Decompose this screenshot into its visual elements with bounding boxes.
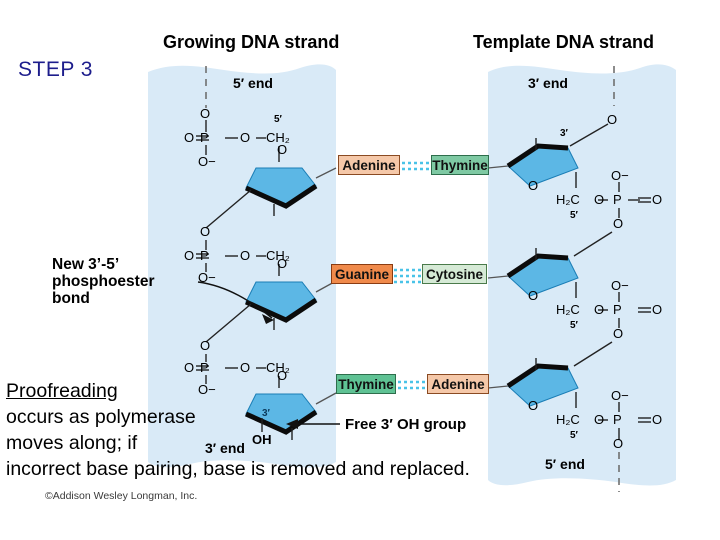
group-ch2-1: CH₂ <box>266 130 290 145</box>
sugar-back-edge-r3 <box>506 363 569 389</box>
group-ch2-2: CH₂ <box>266 248 290 263</box>
proofreading-line-1: Proofreading <box>6 378 606 404</box>
phosphoester-arrow-curve <box>197 281 273 319</box>
base-thymine-3[interactable]: Thymine <box>336 374 396 394</box>
sugar-back-edge-r1 <box>506 143 569 169</box>
carbon-3prime-label-terminal: 3′ <box>262 408 270 419</box>
bond-sugar-base-3 <box>315 392 337 405</box>
group-ch2-3: CH₂ <box>266 360 290 375</box>
atom-o-top-r1: O <box>607 112 618 127</box>
atom-o-ester-3: O <box>240 360 251 375</box>
template-3prime-end-label: 3′ end <box>528 75 568 91</box>
carbon-3prime-label-r1: 3′ <box>560 128 568 139</box>
proofreading-text-block: Proofreading occurs as polymerase moves … <box>6 378 606 482</box>
sugar-ring-o-r3: O <box>528 398 539 413</box>
group-h2c-r1: H₂C <box>556 192 580 207</box>
hydrogen-bonds-pair-2 <box>394 268 421 284</box>
free-oh-arrow-head <box>286 419 298 429</box>
atom-o-minus-r1: O− <box>611 168 629 183</box>
growing-strand-heading: Growing DNA strand <box>163 32 340 52</box>
template-5prime-end-label: 5′ end <box>545 456 585 472</box>
base-thymine-1[interactable]: Thymine <box>431 155 489 175</box>
base-guanine-2[interactable]: Guanine <box>331 264 393 284</box>
carbon-5prime-label-r2: 5′ <box>570 320 578 331</box>
phosphoester-line-2: phosphoester <box>52 273 155 290</box>
atom-o-ester-r3: O <box>594 412 605 427</box>
carbon-5prime-label-r1: 5′ <box>570 210 578 221</box>
sugar-ring-o-2: O <box>277 256 288 271</box>
atom-o-ester-r2: O <box>594 302 605 317</box>
phosphoester-bond-label: New 3’-5’ phosphoester bond <box>52 256 154 307</box>
bond-o-sugar3prime-r1 <box>569 123 609 147</box>
carbon-5prime-label-r3: 5′ <box>570 430 578 441</box>
atom-o-ester-2: O <box>240 248 251 263</box>
bond-base-sugar-r2 <box>487 275 509 279</box>
sugar-ring-o-3: O <box>277 368 288 383</box>
step-label: STEP 3 <box>18 58 93 81</box>
atom-o-ester-r1: O <box>594 192 605 207</box>
proofreading-heading: Proofreading <box>6 380 118 402</box>
atom-p-2: P <box>200 248 209 263</box>
atom-p-r1: P <box>613 192 622 207</box>
atom-p-1: P <box>200 130 209 145</box>
growing-3prime-end-label: 3′ end <box>205 440 245 456</box>
sugar-front-edge-3 <box>244 409 318 435</box>
sugar-ring-o-r2: O <box>528 288 539 303</box>
sugar-ring-o-1: O <box>277 142 288 157</box>
atom-o-ester-1: O <box>240 130 251 145</box>
atom-o-double-r1: O <box>652 192 663 207</box>
atom-p-r2: P <box>613 302 622 317</box>
phosphoester-line-3: bond <box>52 290 90 307</box>
sugar-ring-o-r1: O <box>528 178 539 193</box>
atom-o-minus-r2: O− <box>611 278 629 293</box>
bond-sugar3prime-o-1 <box>205 189 252 229</box>
atom-o-top-3: O <box>200 338 211 353</box>
template-strand-heading: Template DNA strand <box>473 32 655 52</box>
atom-o-double-1: O <box>184 130 195 145</box>
atom-o-top-2: O <box>200 224 211 239</box>
base-cytosine-2[interactable]: Cytosine <box>422 264 487 284</box>
sugar-back-edge-r2 <box>506 253 569 279</box>
group-h2c-r3: H₂C <box>556 412 580 427</box>
hydrogen-bonds-pair-1 <box>402 161 430 171</box>
proofreading-line-4: incorrect base pairing, base is removed … <box>6 458 470 480</box>
atom-o-double-2: O <box>184 248 195 263</box>
bond-o-sugar3prime-r3 <box>573 341 613 367</box>
atom-o-top-1: O <box>200 106 211 121</box>
sugar-front-edge-1 <box>244 183 318 209</box>
proofreading-line-3: moves along; if <box>6 432 138 454</box>
atom-o-minus-3: O− <box>198 382 216 397</box>
bond-base-sugar-r1 <box>487 165 509 169</box>
atom-o-minus-r3: O− <box>611 388 629 403</box>
atom-p-3: P <box>200 360 209 375</box>
atom-o-double-3: O <box>184 360 195 375</box>
atom-p-r3: P <box>613 412 622 427</box>
phosphoester-arrow-head <box>262 314 274 324</box>
free-3prime-oh-label: Free 3′ OH group <box>345 416 467 433</box>
growing-5prime-end-label: 5′ end <box>233 75 273 91</box>
atom-o-double-r3: O <box>652 412 663 427</box>
atom-o-bridge-r2: O <box>613 326 624 341</box>
atom-o-double-r2: O <box>652 302 663 317</box>
group-h2c-r2: H₂C <box>556 302 580 317</box>
base-adenine-3[interactable]: Adenine <box>427 374 489 394</box>
phosphoester-line-1: New 3’-5’ <box>52 256 120 273</box>
copyright-credit: ©Addison Wesley Longman, Inc. <box>45 490 198 502</box>
carbon-5prime-label-1: 5′ <box>274 114 282 125</box>
atom-o-bridge-r1: O <box>613 216 624 231</box>
base-adenine-1[interactable]: Adenine <box>338 155 400 175</box>
hydrogen-bonds-pair-3 <box>398 380 426 390</box>
bond-sugar-base-1 <box>315 167 337 179</box>
atom-o-minus-2: O− <box>198 270 216 285</box>
atom-o-bridge-r3: O <box>613 436 624 451</box>
proofreading-line-2: occurs as polymerase <box>6 406 196 428</box>
growing-strand-band <box>148 64 336 468</box>
atom-o-minus-1: O− <box>198 154 216 169</box>
bond-base-sugar-r3 <box>487 385 509 389</box>
terminal-oh-group: OH <box>252 432 272 447</box>
bond-o-sugar3prime-r2 <box>573 231 613 257</box>
bond-sugar3prime-o-2 <box>205 303 252 343</box>
